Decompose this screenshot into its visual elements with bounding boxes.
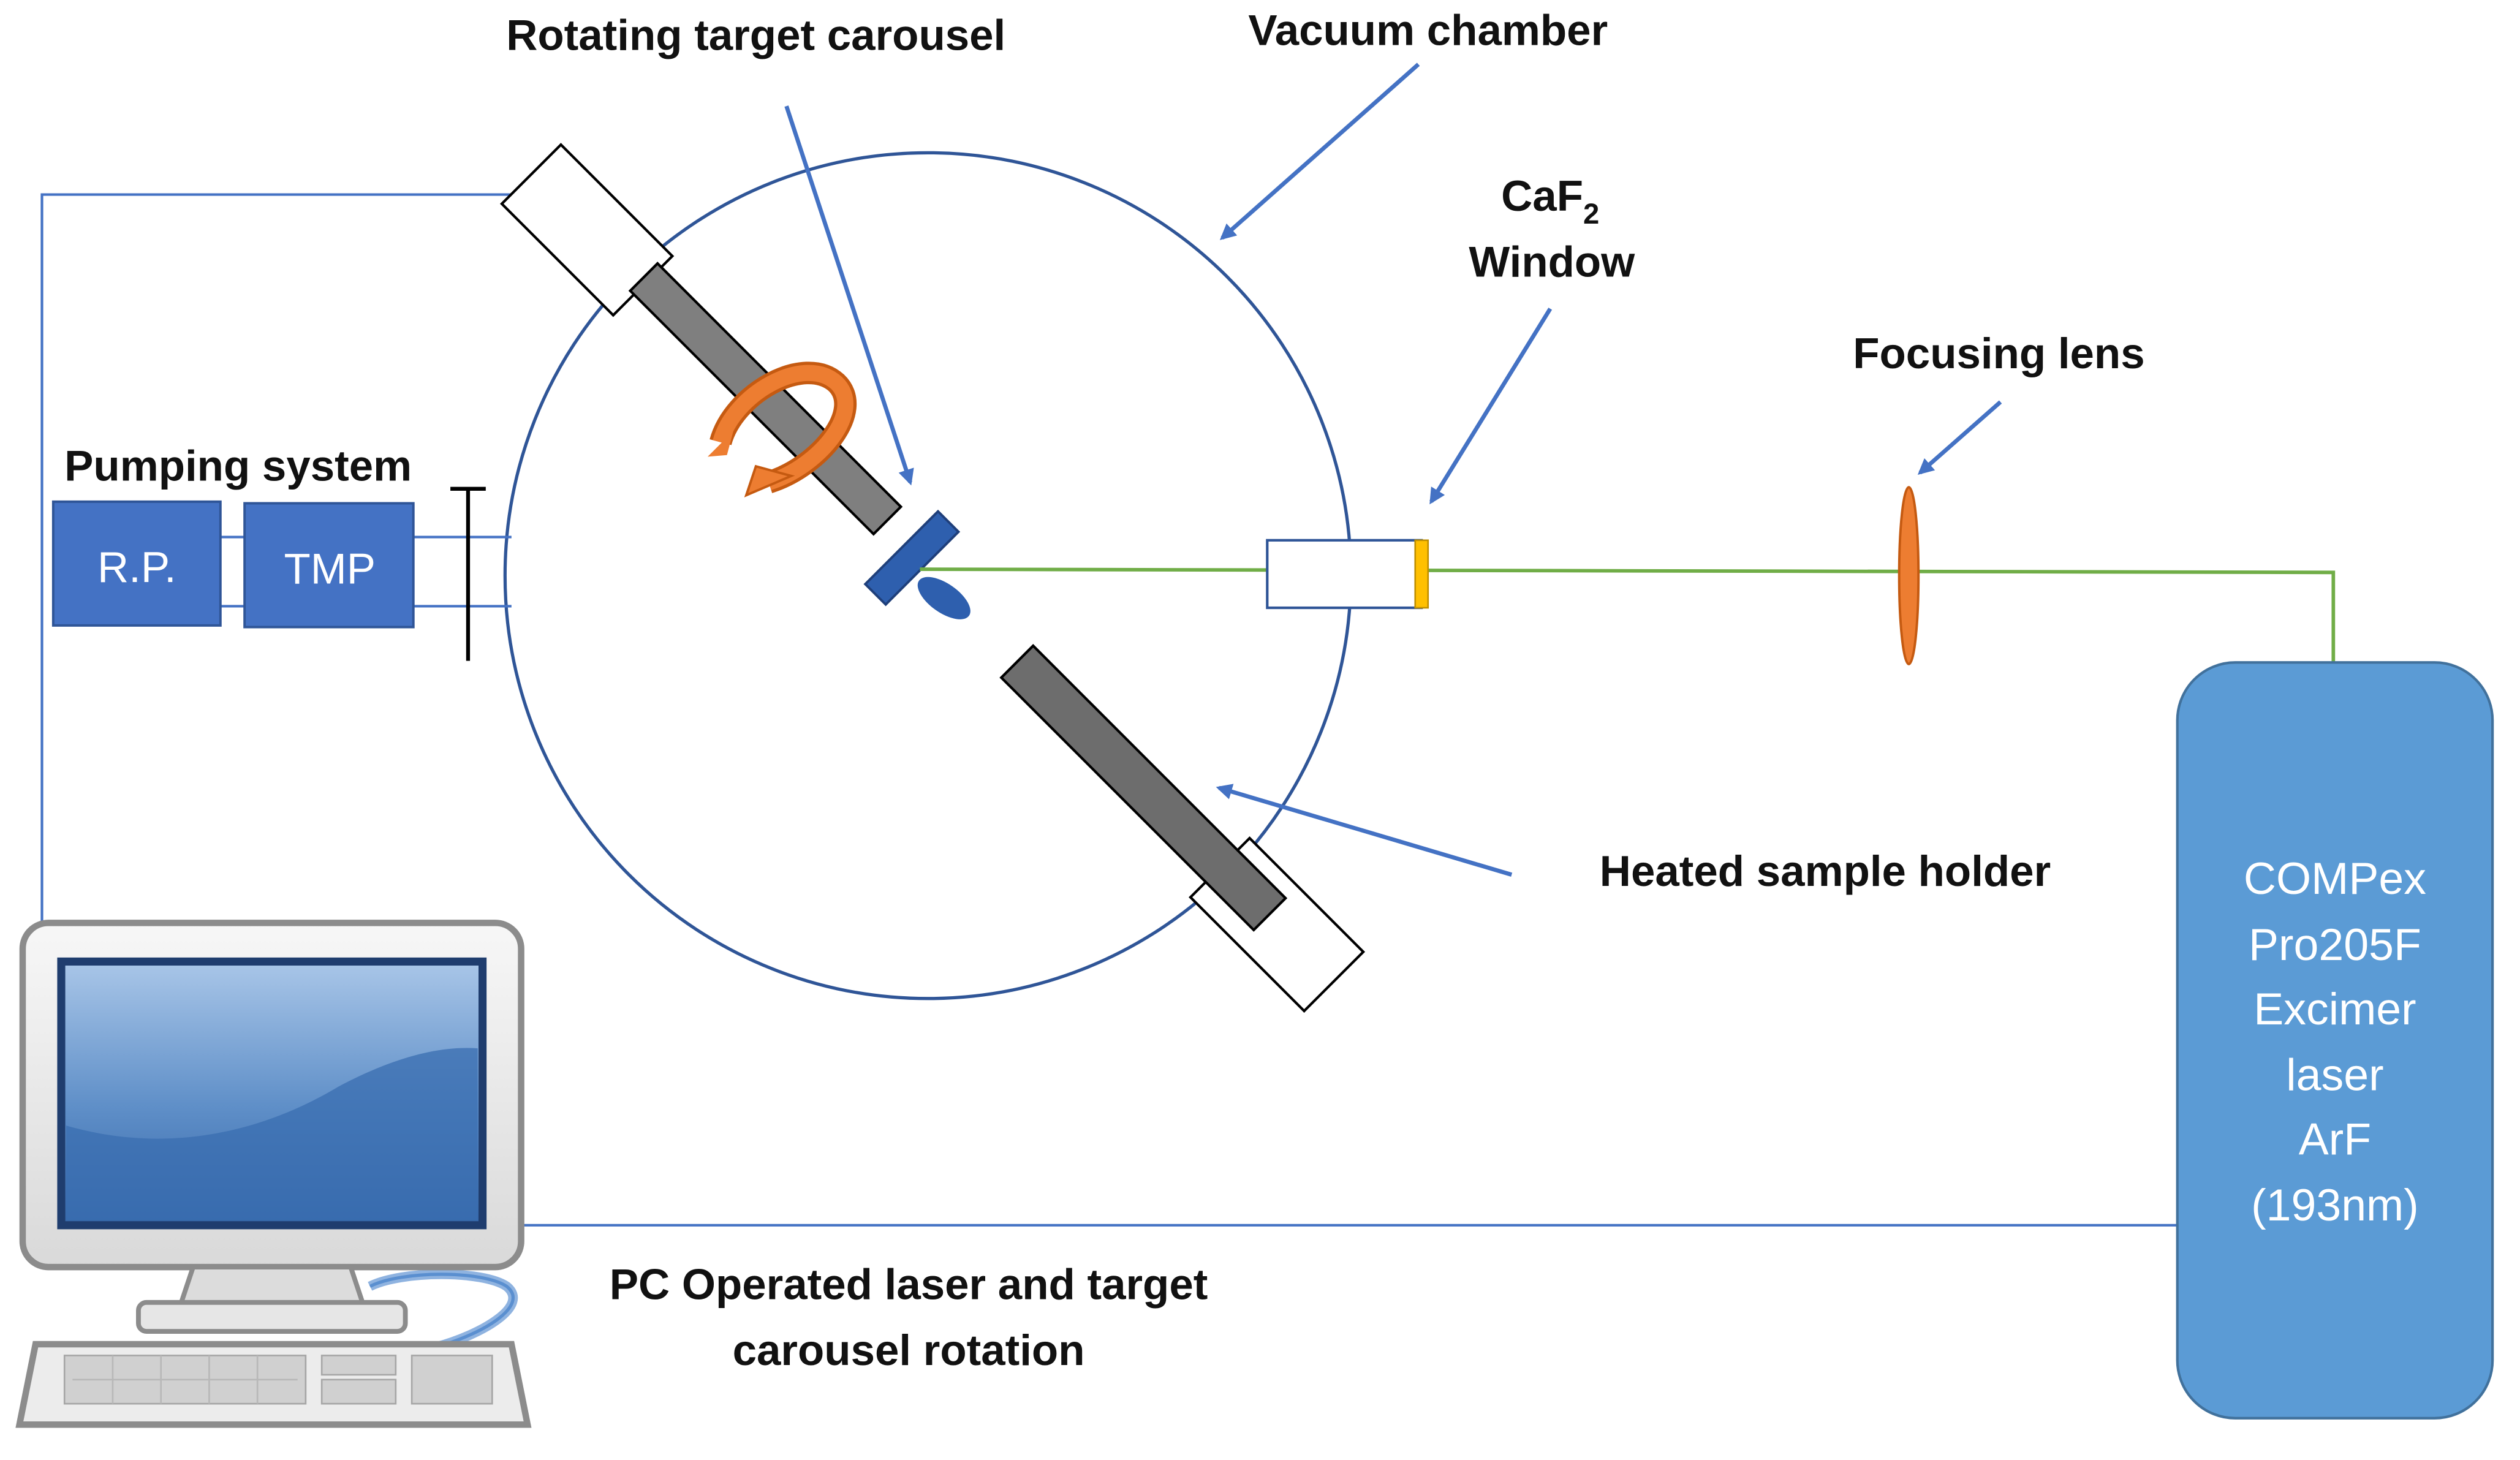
rp-box <box>51 500 222 627</box>
pointer-caf2-window <box>1429 308 1553 505</box>
rotation-arrow-icon <box>708 361 857 497</box>
tmp-label: TMP <box>284 545 376 594</box>
label-caf2-subscript: 2 <box>1583 198 1599 230</box>
tmp-box <box>243 502 415 629</box>
laser-line-1: COMPex <box>2244 853 2426 904</box>
pumping-system <box>51 486 512 661</box>
label-caf2-main: CaF <box>1501 172 1583 221</box>
laser-line-2: Pro205F <box>2249 919 2421 970</box>
pointer-vacuum-chamber <box>1219 62 1420 240</box>
laser-label: COMPex Pro205F Excimer laser ArF (193nm) <box>2244 853 2426 1230</box>
label-window: Window <box>1469 238 1635 286</box>
label-caf2: CaF2 <box>1501 172 1599 230</box>
pointer-rotating-target <box>784 105 914 486</box>
pc-carousel-connector <box>40 193 550 933</box>
pointer-heated-holder <box>1216 784 1513 877</box>
label-rotating-target-carousel: Rotating target carousel <box>506 11 1005 59</box>
plasma-plume <box>917 577 971 619</box>
label-pumping-system: Pumping system <box>64 442 412 491</box>
pointer-focusing-lens <box>1917 400 2002 475</box>
label-vacuum-chamber: Vacuum chamber <box>1248 6 1608 55</box>
label-heated-sample-holder: Heated sample holder <box>1600 847 2051 896</box>
label-pc-line-2: carousel rotation <box>733 1326 1085 1375</box>
laser-line-5: ArF <box>2299 1113 2371 1164</box>
label-pc-line-1: PC Operated laser and target <box>610 1261 1208 1309</box>
laser-line-3: Excimer <box>2253 983 2416 1034</box>
rp-label: R.P. <box>97 543 176 592</box>
laser-line-6: (193nm) <box>2251 1179 2419 1230</box>
excimer-laser-box <box>2176 661 2494 1420</box>
computer-icon <box>15 920 532 1428</box>
label-focusing-lens: Focusing lens <box>1853 330 2144 378</box>
heated-sample-holder <box>999 644 1288 932</box>
window-port <box>1266 539 1423 610</box>
laser-line-4: laser <box>2286 1049 2383 1100</box>
caf2-window <box>1414 539 1429 609</box>
focusing-lens <box>1898 486 1920 665</box>
